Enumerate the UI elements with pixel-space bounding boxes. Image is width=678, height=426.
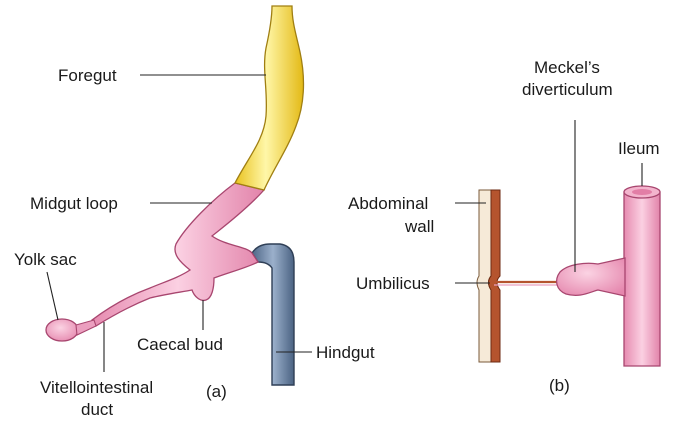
meckels-label-line2: diverticulum [522,80,613,99]
vitellointestinal-duct-label-line1: Vitellointestinal [40,378,153,397]
figure-a: Foregut Midgut loop Yolk sac Caecal bud … [14,6,375,419]
ileum-label: Ileum [618,139,660,158]
panel-a-label: (a) [206,382,227,401]
foregut-tube [235,6,303,190]
ileum-tube [624,192,660,366]
ileum-lumen-inner [632,189,652,195]
abdominal-wall-label-line2: wall [404,217,434,236]
vitellointestinal-duct-shape [76,320,96,335]
abdominal-wall-label-line1: Abdominal [348,194,428,213]
figure-b: Meckel’s diverticulum Ileum Abdominal wa… [348,58,660,395]
umbilicus-label: Umbilicus [356,274,430,293]
yolk-sac-leader [47,272,58,320]
abdominal-wall [477,190,500,362]
panel-b-label: (b) [549,376,570,395]
yolk-sac-shape [46,319,78,341]
yolk-sac-label: Yolk sac [14,250,77,269]
meckels-label-line1: Meckel’s [534,58,600,77]
caecal-bud-label: Caecal bud [137,335,223,354]
meckels-diverticulum-shape [557,258,625,296]
vitellointestinal-duct-label-line2: duct [81,400,113,419]
midgut-loop-label: Midgut loop [30,194,118,213]
hindgut-tube [252,244,294,385]
hindgut-label: Hindgut [316,343,375,362]
foregut-label: Foregut [58,66,117,85]
